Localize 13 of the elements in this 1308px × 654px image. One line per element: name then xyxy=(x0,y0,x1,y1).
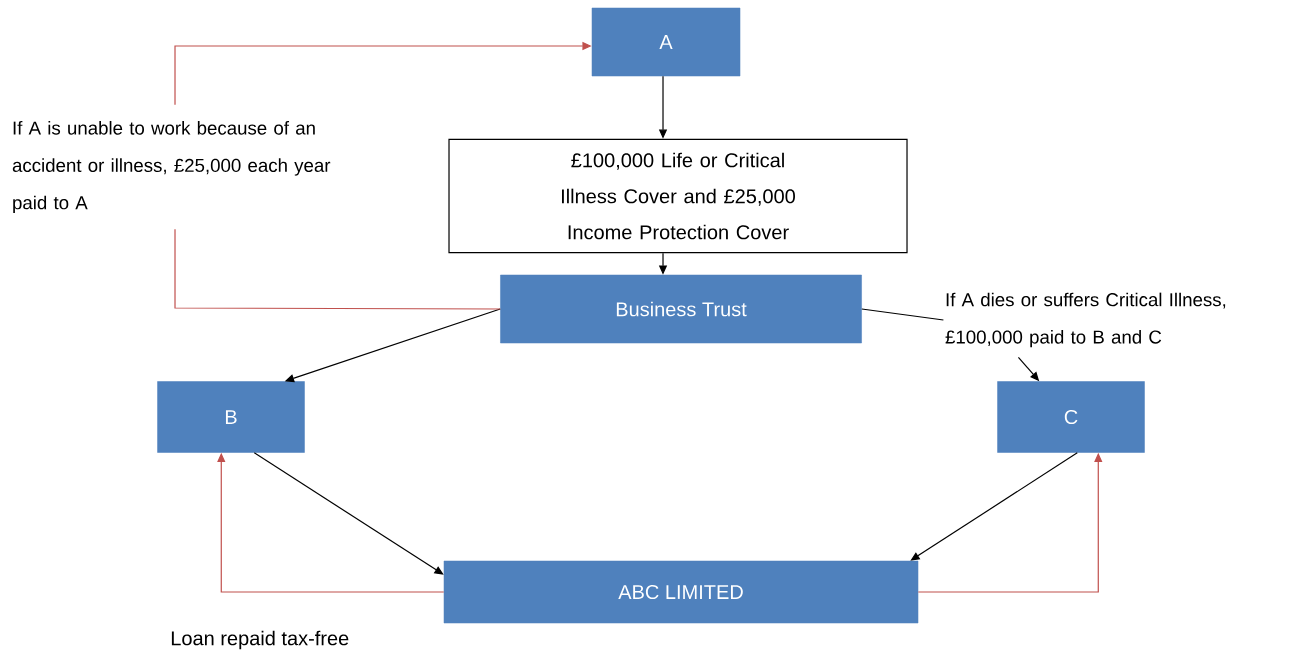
process-box: B xyxy=(157,381,305,453)
process-box: Business Trust xyxy=(500,274,862,344)
arrow xyxy=(253,452,444,575)
process-box: A xyxy=(591,7,741,77)
connector-line xyxy=(174,228,501,310)
arrow xyxy=(910,452,1078,561)
process-box: ABC LIMITED xyxy=(443,560,919,624)
connector-line xyxy=(861,308,944,321)
annotation-text: If A is unable to work because of an accident or illness, £25,000 each year paid to A xyxy=(12,120,331,214)
process-box: C xyxy=(997,381,1145,453)
annotation-text: If A dies or suffers Critical Illness, £100,000 paid to B and C xyxy=(945,292,1226,348)
process-box: £100,000 Life or Critical Illness Cover and £25,000 Income Protection Cover xyxy=(448,138,908,254)
note-text: Loan repaid tax-free xyxy=(171,630,349,650)
